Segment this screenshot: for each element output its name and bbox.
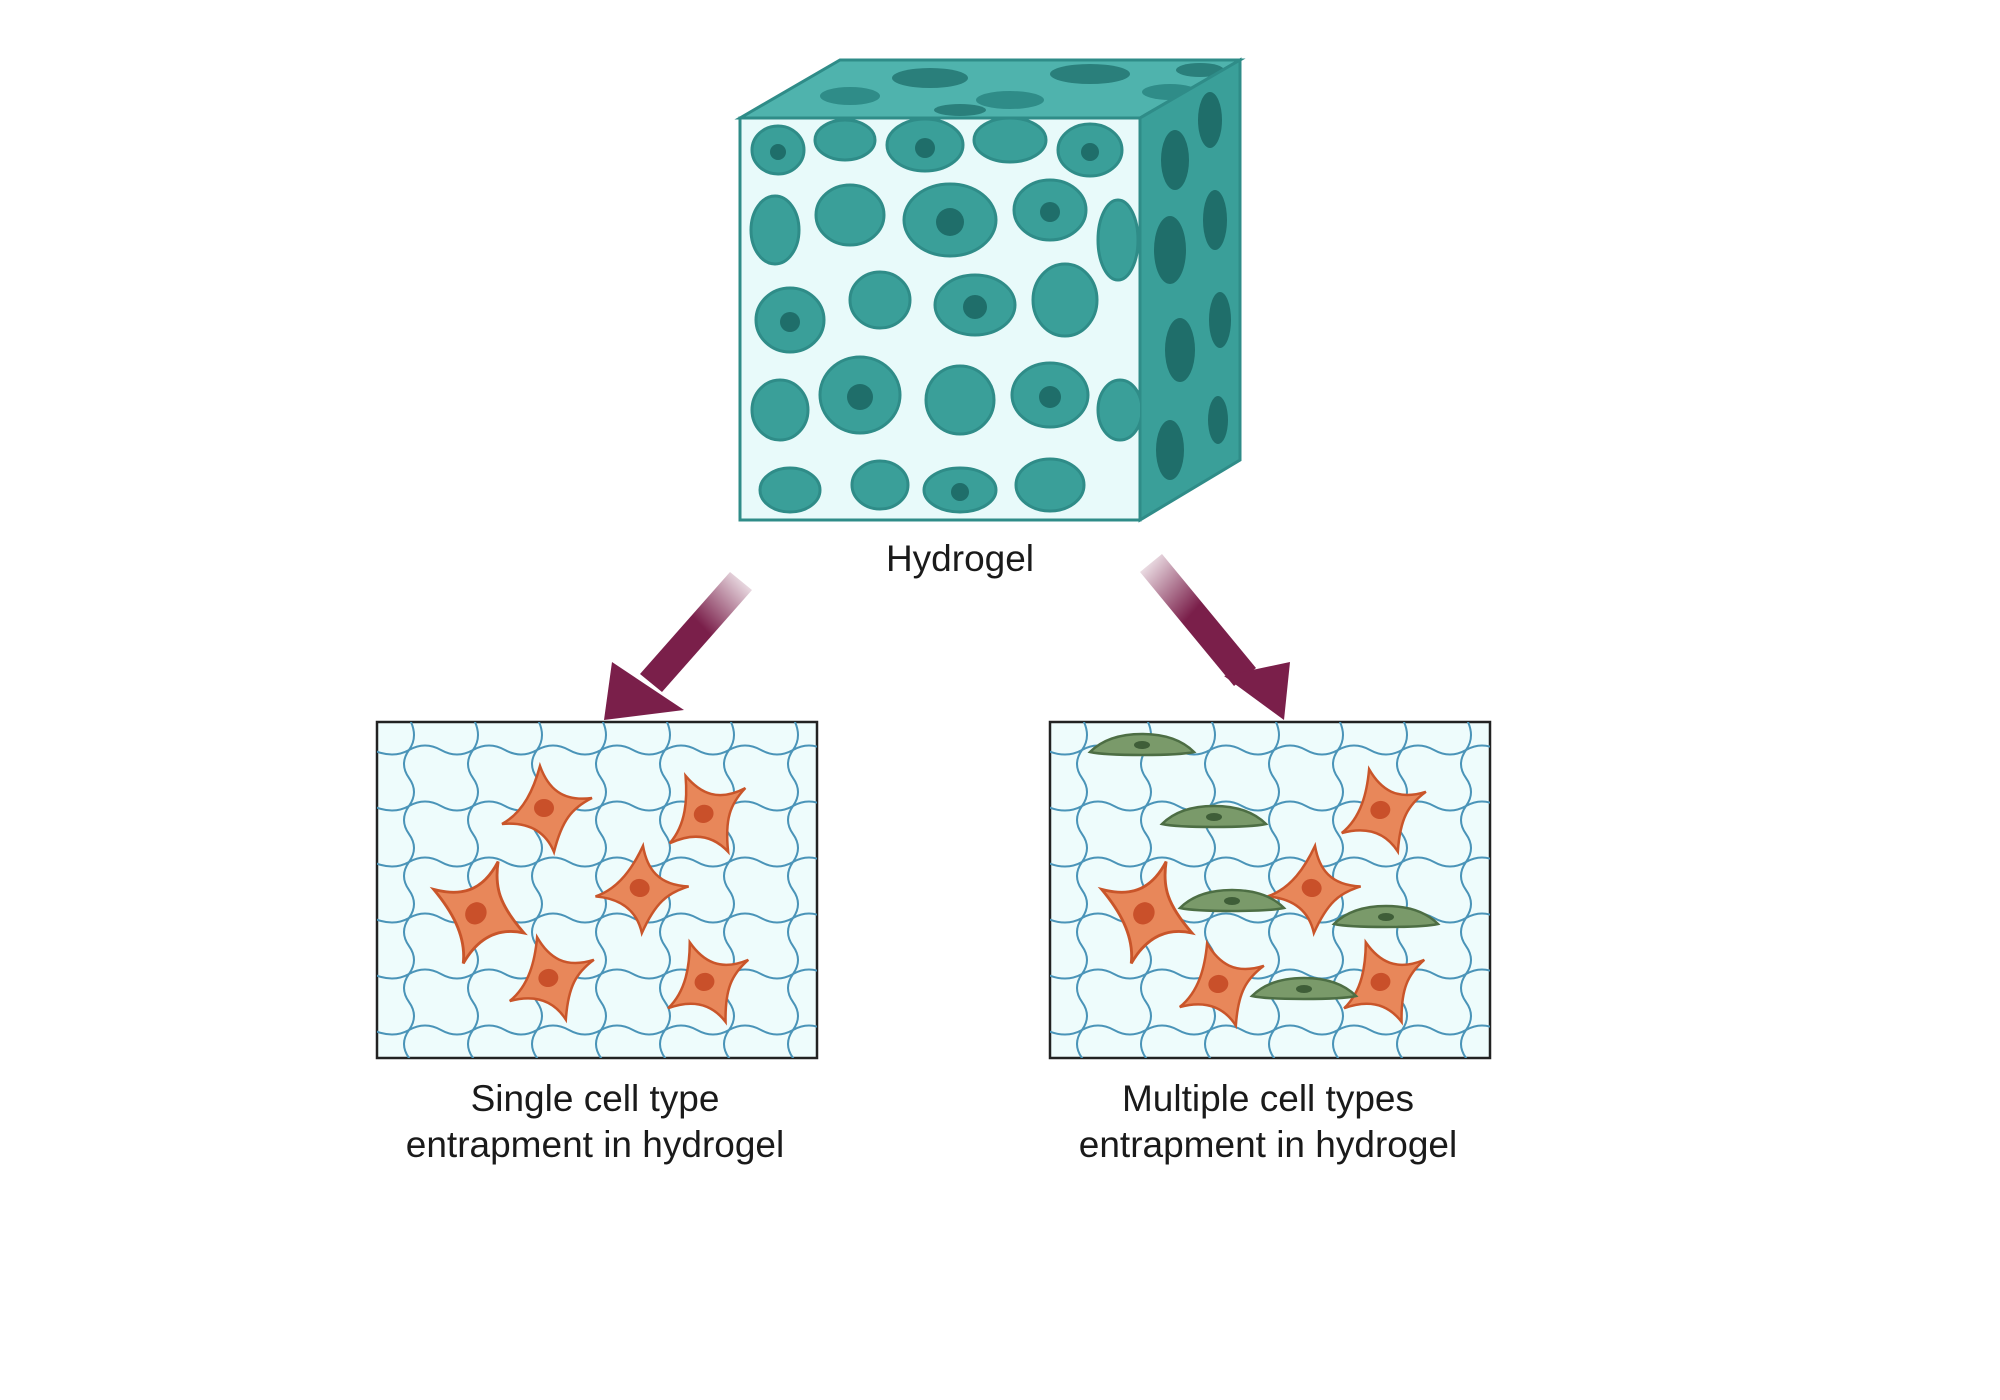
hydrogel-label-text: Hydrogel xyxy=(885,538,1035,579)
single-cell-caption: Single cell type entrapment in hydrogel xyxy=(330,1076,860,1168)
green-cell xyxy=(1178,888,1286,913)
green-cell xyxy=(1250,976,1358,1001)
mesh-fiber xyxy=(377,744,817,756)
orange-cell xyxy=(589,838,696,941)
arrow-to-single-cell-panel xyxy=(604,572,752,720)
hydrogel-front-pores xyxy=(749,118,1140,514)
mesh-fiber xyxy=(787,722,799,1058)
hydrogel-label: Hydrogel xyxy=(800,536,1120,582)
orange-cell xyxy=(1168,933,1275,1036)
hydrogel-cube xyxy=(734,57,1246,523)
mesh-fiber xyxy=(377,968,817,980)
mesh-fiber xyxy=(659,722,671,1058)
orange-cell xyxy=(1330,759,1437,862)
single-cell-panel xyxy=(375,720,819,1060)
orange-cell xyxy=(407,838,551,984)
mesh-fiber xyxy=(1050,856,1490,868)
mesh-fiber xyxy=(377,1024,817,1036)
mesh-fiber xyxy=(1396,722,1408,1058)
green-cell xyxy=(1088,732,1196,757)
hydrogel-mesh xyxy=(377,722,817,1058)
multiple-cell-caption-line2: entrapment in hydrogel xyxy=(1078,1124,1458,1165)
orange-cell xyxy=(1261,838,1368,941)
mesh-fiber xyxy=(1050,1024,1490,1036)
orange-cell xyxy=(498,927,605,1030)
orange-cell xyxy=(651,927,764,1037)
mesh-fiber xyxy=(1050,968,1490,980)
orange-cell xyxy=(500,764,594,854)
hydrogel-top-pores xyxy=(820,63,1224,116)
mesh-fiber xyxy=(377,856,817,868)
mesh-fiber xyxy=(1050,800,1490,812)
multiple-cell-panel xyxy=(1048,720,1492,1060)
orange-cell xyxy=(1075,838,1219,984)
single-cell-caption-line2: entrapment in hydrogel xyxy=(405,1124,785,1165)
single-cell-caption-line1: Single cell type xyxy=(470,1078,720,1119)
multiple-cell-caption-line1: Multiple cell types xyxy=(1121,1078,1414,1119)
orange-cells xyxy=(1075,759,1440,1037)
green-cell xyxy=(1332,904,1440,929)
mesh-fiber xyxy=(1076,722,1088,1058)
hydrogel-cube-side-face xyxy=(1138,57,1242,523)
mesh-fiber xyxy=(1332,722,1344,1058)
multiple-cell-caption: Multiple cell types entrapment in hydrog… xyxy=(1003,1076,1533,1168)
orange-cell xyxy=(648,756,766,871)
green-cells xyxy=(1088,732,1440,1001)
mesh-fiber xyxy=(595,722,607,1058)
hydrogel-side-pores xyxy=(1154,92,1231,480)
arrow-to-multiple-cell-panel xyxy=(1140,554,1290,720)
mesh-fiber xyxy=(1460,722,1472,1058)
orange-cell xyxy=(1327,927,1440,1037)
mesh-fiber xyxy=(723,722,735,1058)
mesh-fiber xyxy=(377,800,817,812)
multiple-cell-panel-frame xyxy=(1048,720,1492,1060)
orange-cells xyxy=(407,756,766,1037)
mesh-fiber xyxy=(403,722,415,1058)
green-cell xyxy=(1160,804,1268,829)
single-cell-panel-frame xyxy=(375,720,819,1060)
